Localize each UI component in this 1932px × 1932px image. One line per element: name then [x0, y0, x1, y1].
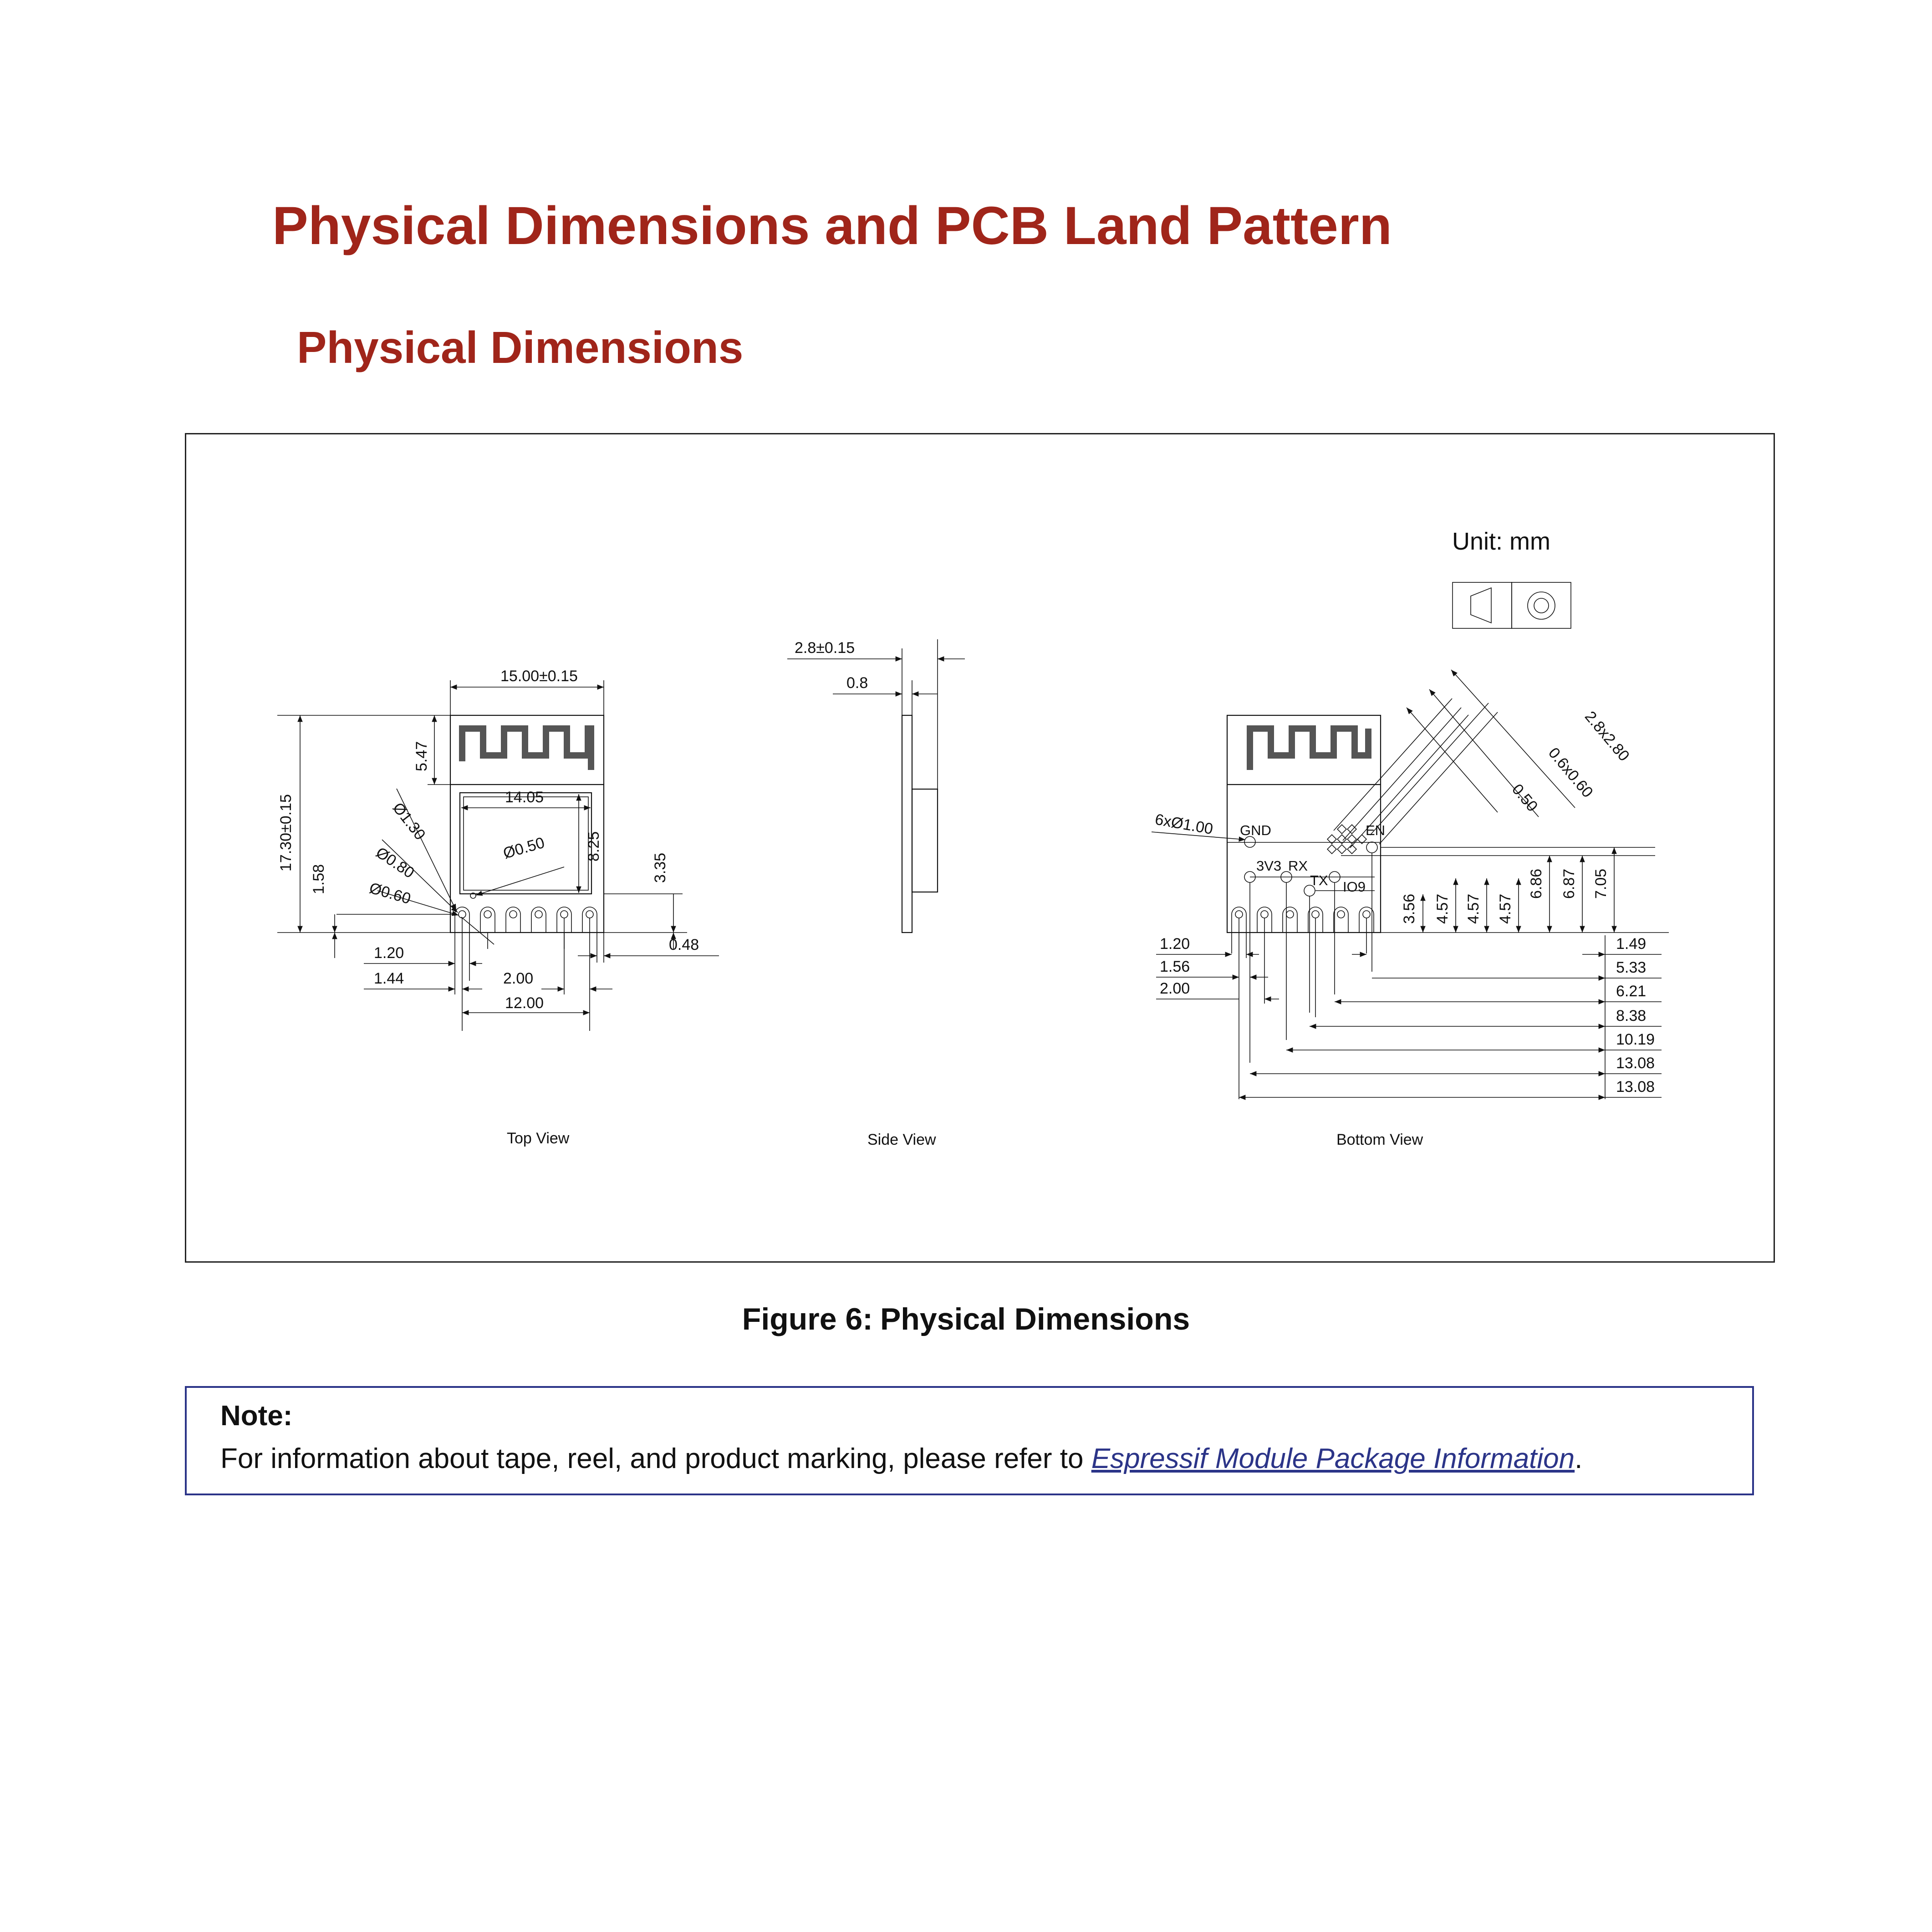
dim-pitch-1: 1.20: [374, 944, 404, 962]
dim-pad-offset: 1.58: [310, 864, 327, 894]
dim-v-2: 4.57: [1434, 894, 1451, 924]
note-box: Note: For information about tape, reel, …: [185, 1386, 1754, 1495]
note-body: For information about tape, reel, and pr…: [220, 1443, 1582, 1475]
dim-r-5: 10.19: [1616, 1031, 1655, 1048]
dim-v-3: 4.57: [1465, 894, 1482, 924]
dim-side-thickness: 2.8±0.15: [795, 639, 855, 657]
dim-shield-height: 8.25: [585, 831, 602, 861]
pin-rx: RX: [1288, 858, 1308, 874]
dim-l-2: 1.56: [1160, 958, 1190, 975]
pin-tx: TX: [1310, 872, 1328, 888]
dim-v-5: 6.86: [1528, 869, 1545, 899]
dim-small-gap: 0.50: [1509, 781, 1541, 815]
pin-gnd: GND: [1240, 822, 1271, 838]
package-info-link[interactable]: Espressif Module Package Information: [1091, 1443, 1575, 1474]
side-view-label: Side View: [867, 1131, 936, 1148]
dim-v-6: 6.87: [1560, 869, 1578, 899]
bottom-view-pads: [1231, 907, 1374, 933]
bottom-view-drawing: 0.50 0.6x0.60 2.8x2.80 6xØ1.00 GND 3V3 R…: [1151, 669, 1669, 1100]
dim-r-6: 13.08: [1616, 1055, 1655, 1072]
bottom-small-pads: [1326, 824, 1367, 855]
note-title: Note:: [220, 1400, 293, 1432]
figure-caption-title: Physical Dimensions: [880, 1302, 1190, 1336]
top-view-label: Top View: [507, 1130, 570, 1147]
dim-square-pad: 2.8x2.80: [1581, 708, 1633, 765]
figure-frame: Unit: mm: [185, 433, 1775, 1263]
projection-symbol-icon: [1452, 582, 1571, 629]
dim-shield-width: 14.05: [505, 789, 544, 806]
pin-3v3: 3V3: [1256, 858, 1281, 874]
top-view-drawing: 15.00±0.15 17.30±0.15 5.47 14.05 8.25 Ø0…: [277, 668, 719, 1031]
dim-r-1: 1.49: [1616, 935, 1646, 953]
bottom-vertical-dims: 3.56 4.57 4.57 4.57 6.86 6.87 7.05: [1401, 847, 1617, 933]
dim-l-3: 2.00: [1160, 980, 1190, 997]
dim-side-pcb: 0.8: [846, 674, 868, 692]
figure-caption-label: Figure 6:: [742, 1302, 873, 1336]
section-heading: Physical Dimensions and PCB Land Pattern: [272, 196, 1392, 256]
dim-pads: 6xØ1.00: [1154, 811, 1214, 838]
dim-r-3: 6.21: [1616, 983, 1646, 1000]
dim-v-7: 7.05: [1592, 869, 1610, 899]
top-view-pads: [454, 907, 597, 933]
dim-top-height: 17.30±0.15: [277, 794, 295, 872]
pin-io9: IO9: [1343, 879, 1366, 895]
dim-antenna: 5.47: [413, 741, 430, 771]
dim-hole: Ø0.50: [501, 834, 547, 862]
side-view-drawing: 2.8±0.15 0.8: [787, 639, 965, 933]
subsection-heading: Physical Dimensions: [297, 322, 744, 372]
dim-edge: 0.48: [669, 936, 699, 953]
bottom-view-label: Bottom View: [1336, 1131, 1423, 1148]
dim-ring-mid: Ø0.80: [373, 844, 418, 882]
dim-span: 12.00: [505, 994, 544, 1012]
dim-v-1: 3.56: [1401, 894, 1418, 924]
pin-en: EN: [1366, 822, 1385, 838]
dim-pitch-3: 2.00: [503, 970, 533, 987]
note-text: For information about tape, reel, and pr…: [220, 1443, 1091, 1474]
bottom-left-dims: 1.20 1.56 2.00: [1156, 882, 1279, 1004]
dim-l-1: 1.20: [1160, 935, 1190, 953]
dim-ring-outer: Ø1.30: [389, 800, 429, 843]
unit-label: Unit: mm: [1452, 528, 1550, 555]
dim-r-2: 5.33: [1616, 959, 1646, 976]
dim-ring-inner: Ø0.60: [367, 879, 413, 907]
figure-caption: Figure 6:Physical Dimensions: [0, 1301, 1932, 1337]
dim-r-4: 8.38: [1616, 1007, 1646, 1025]
dim-top-width: 15.00±0.15: [500, 668, 578, 685]
dim-small-pad: 0.6x0.60: [1545, 744, 1596, 801]
dim-shield-gap: 3.35: [652, 853, 669, 883]
bottom-right-dims: 1.49 5.33 6.21 8.38 10.19 13.08 13.08: [1239, 853, 1662, 1100]
dim-v-4: 4.57: [1497, 894, 1514, 924]
dim-r-7: 13.08: [1616, 1078, 1655, 1096]
dim-pitch-2: 1.44: [374, 970, 404, 987]
note-text-end: .: [1575, 1443, 1583, 1474]
mechanical-drawing: Unit: mm: [277, 528, 1669, 1148]
